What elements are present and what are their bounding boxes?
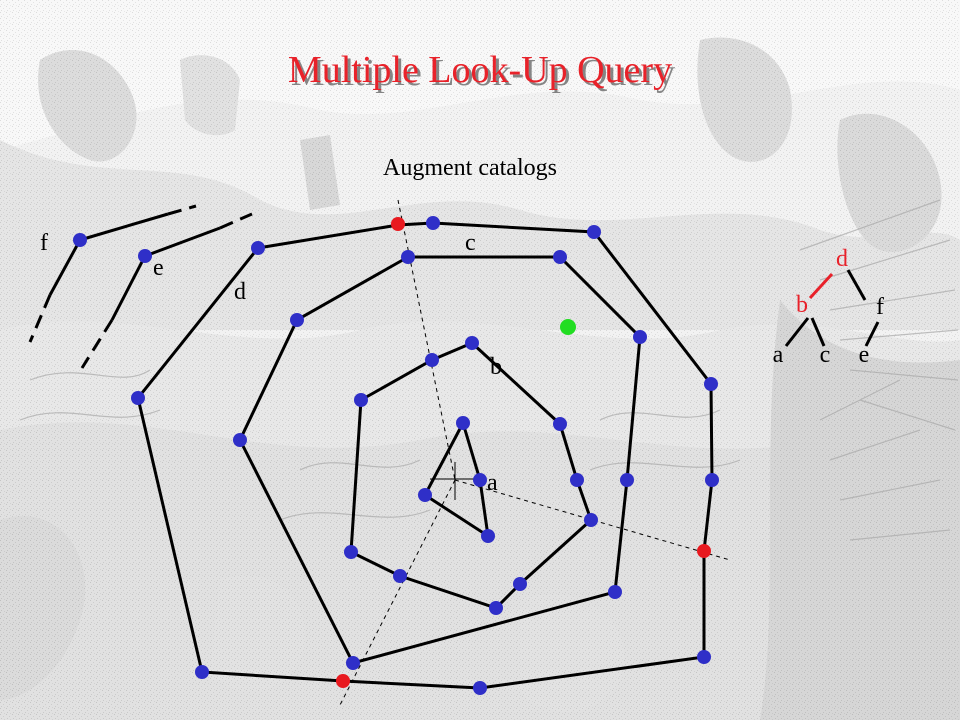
query-point [560, 319, 576, 335]
vertex [704, 377, 718, 391]
query-lines [339, 199, 731, 706]
vertex [705, 473, 719, 487]
vertex [513, 577, 527, 591]
vertex [401, 250, 415, 264]
vertex [620, 473, 634, 487]
query-vertex [391, 217, 405, 231]
label-c: c [465, 230, 476, 256]
vertex [489, 601, 503, 615]
polygon-f [28, 204, 197, 343]
vertex [195, 665, 209, 679]
vertex [553, 250, 567, 264]
query-vertex [697, 544, 711, 558]
tree-edge-f-e [864, 321, 880, 347]
label-d: d [234, 279, 246, 305]
vertex [608, 585, 622, 599]
vertex [587, 225, 601, 239]
slide-subtitle: Augment catalogs [383, 155, 557, 181]
tree-edge-d-f [846, 269, 867, 301]
label-f: f [40, 230, 48, 256]
label-b: b [490, 354, 502, 380]
label-e: e [153, 255, 164, 281]
vertex [553, 417, 567, 431]
vertex [233, 433, 247, 447]
vertex [73, 233, 87, 247]
polygon-e [80, 212, 253, 369]
vertex [473, 681, 487, 695]
vertex [570, 473, 584, 487]
query-vertex [336, 674, 350, 688]
vertex [426, 216, 440, 230]
tree-node-a: a [773, 342, 784, 368]
label-a: a [487, 470, 498, 496]
tree-node-b: b [796, 292, 808, 318]
tree-node-d: d [836, 246, 848, 272]
vertex [456, 416, 470, 430]
tree-node-c: c [820, 342, 831, 368]
vertex [354, 393, 368, 407]
vertex [425, 353, 439, 367]
slide-title: Multiple Look-Up Query [288, 49, 672, 91]
tree-node-f: f [876, 294, 884, 320]
query-vertices [336, 217, 711, 688]
vertex [131, 391, 145, 405]
tree-edge-b-c [810, 317, 826, 347]
vertex [393, 569, 407, 583]
vertices [73, 216, 719, 695]
tree-edge-d-b [808, 272, 834, 300]
vertex [697, 650, 711, 664]
polygon-labels: f e d c b a [40, 230, 502, 496]
vertex [346, 656, 360, 670]
tree-edge-b-a [784, 317, 810, 347]
vertex [481, 529, 495, 543]
vertex [138, 249, 152, 263]
vertex [633, 330, 647, 344]
tree-node-e: e [859, 342, 870, 368]
catalog-tree: d b f a c e [773, 246, 884, 368]
vertex [290, 313, 304, 327]
vertex [418, 488, 432, 502]
vertex [584, 513, 598, 527]
vertex [473, 473, 487, 487]
vertex [251, 241, 265, 255]
vertex [344, 545, 358, 559]
query-line-lower [339, 479, 456, 706]
query-crosshair [430, 462, 478, 500]
vertex [465, 336, 479, 350]
